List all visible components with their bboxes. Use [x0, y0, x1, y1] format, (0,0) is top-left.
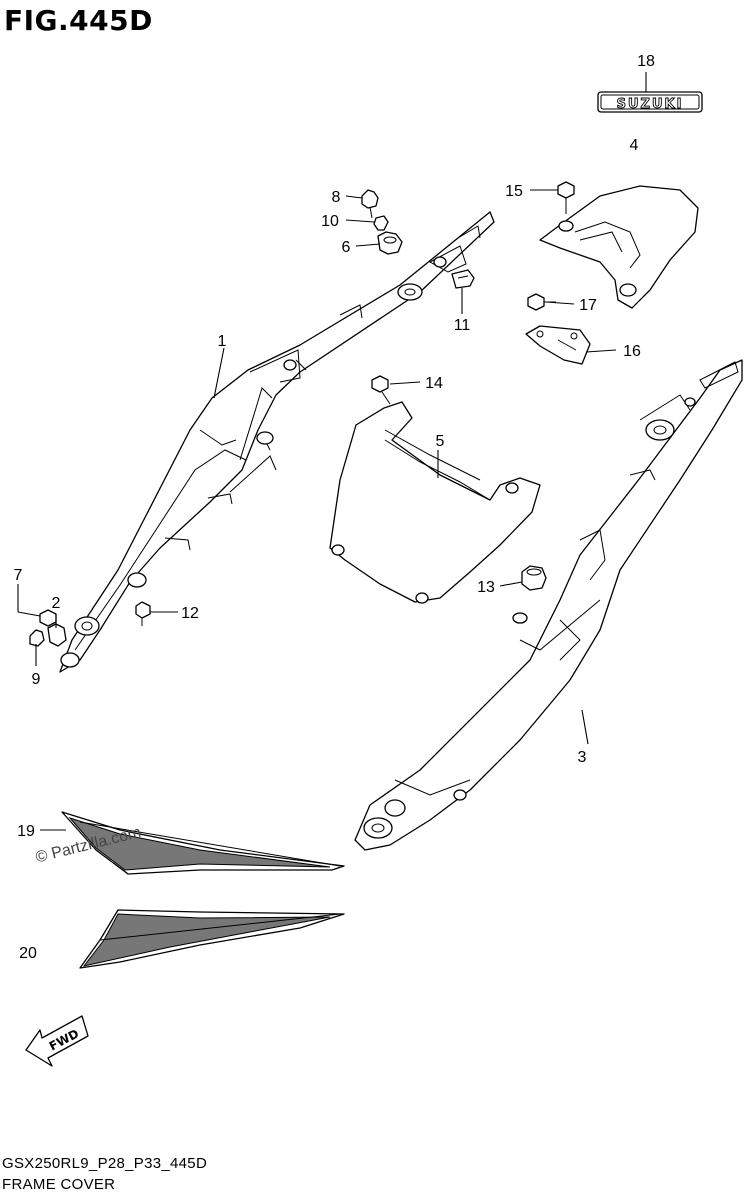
- callout-11: 11: [454, 317, 471, 334]
- figure-title: FIG.445D: [4, 4, 153, 37]
- decal-19[interactable]: [61, 811, 345, 875]
- emblem-text: SUZUKI: [617, 97, 684, 112]
- grommet-13[interactable]: [521, 565, 547, 591]
- callout-6: 6: [342, 239, 351, 256]
- callout-18: 18: [637, 53, 655, 70]
- grommet-6[interactable]: [377, 231, 403, 255]
- screw-12[interactable]: [135, 601, 151, 626]
- collar-9[interactable]: [29, 629, 45, 647]
- callout-16: 16: [623, 343, 641, 360]
- frame-cover-left[interactable]: [59, 211, 495, 673]
- screw-7[interactable]: [39, 609, 57, 627]
- diagram-code: GSX250RL9_P28_P33_445D: [2, 1155, 208, 1172]
- fwd-arrow-icon: FWD: [25, 1015, 89, 1067]
- callout-4: 4: [630, 137, 639, 154]
- decal-20[interactable]: [79, 909, 345, 969]
- bolt-17[interactable]: [527, 293, 556, 311]
- callout-labels: 1 2 3 4 5 6 7 8 9 10 11 12 13 14 15 16 1…: [14, 53, 655, 962]
- callout-12: 12: [181, 605, 199, 622]
- callout-3: 3: [578, 749, 587, 766]
- callout-15: 15: [505, 183, 523, 200]
- callout-13: 13: [477, 579, 495, 596]
- screw-15[interactable]: [557, 181, 575, 214]
- callout-7: 7: [14, 567, 23, 584]
- callout-8: 8: [332, 189, 341, 206]
- callout-10: 10: [321, 213, 339, 230]
- callout-9: 9: [32, 671, 41, 688]
- bracket-16[interactable]: [525, 325, 591, 365]
- screw-8[interactable]: [361, 189, 379, 219]
- diagram-caption: FRAME COVER: [2, 1176, 116, 1193]
- grommet-2[interactable]: [47, 623, 67, 647]
- callout-17: 17: [579, 297, 597, 314]
- screw-14[interactable]: [371, 375, 391, 405]
- callout-14: 14: [425, 375, 443, 392]
- center-cover[interactable]: [329, 401, 541, 604]
- collar-10[interactable]: [373, 215, 389, 231]
- callout-1: 1: [218, 333, 227, 350]
- callout-5: 5: [436, 433, 445, 450]
- nut-11[interactable]: [451, 269, 475, 289]
- frame-cover-right[interactable]: [354, 359, 743, 851]
- suzuki-emblem[interactable]: SUZUKI: [597, 91, 703, 113]
- callout-19: 19: [17, 823, 35, 840]
- callout-2: 2: [52, 595, 61, 612]
- tail-cover[interactable]: [539, 185, 699, 309]
- leader-lines: [17, 72, 647, 831]
- callout-20: 20: [19, 945, 37, 962]
